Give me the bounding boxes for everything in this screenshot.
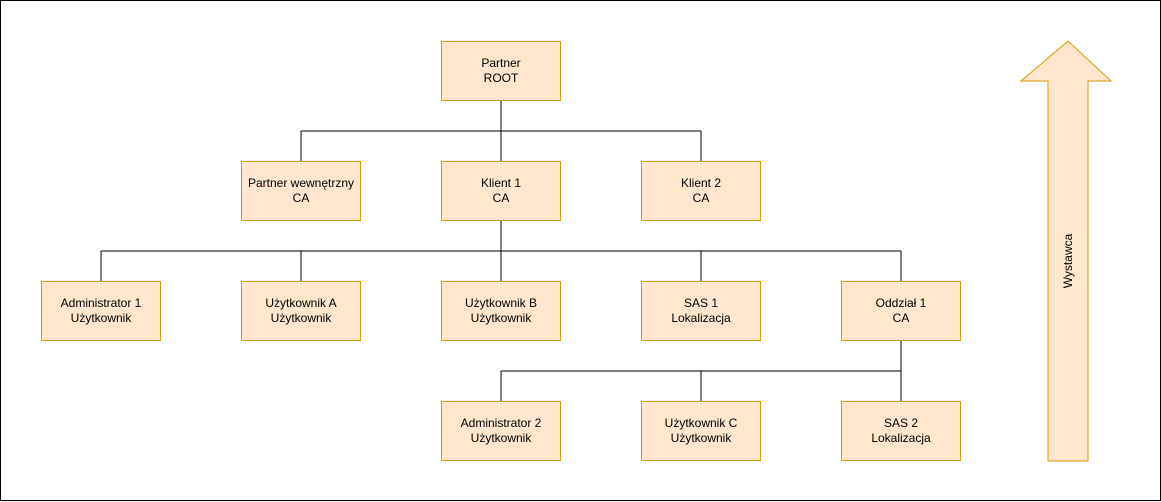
node-administrator-1[interactable]: Administrator 1 Użytkownik — [41, 281, 161, 341]
node-klient-2[interactable]: Klient 2 CA — [641, 161, 761, 221]
node-uzytkownik-b[interactable]: Użytkownik B Użytkownik — [441, 281, 561, 341]
node-type: CA — [492, 191, 510, 205]
node-administrator-2[interactable]: Administrator 2 Użytkownik — [441, 401, 561, 461]
node-title: Partner wewnętrzny — [247, 176, 355, 190]
node-title: Użytkownik B — [464, 296, 538, 310]
node-title: Klient 2 — [680, 176, 722, 190]
node-partner-wewnetrzny[interactable]: Partner wewnętrzny CA — [241, 161, 361, 221]
node-title: SAS 1 — [683, 296, 719, 310]
node-oddzial-1[interactable]: Oddział 1 CA — [841, 281, 961, 341]
node-type: CA — [292, 191, 310, 205]
node-type: Użytkownik — [470, 311, 532, 325]
node-uzytkownik-a[interactable]: Użytkownik A Użytkownik — [241, 281, 361, 341]
node-title: Administrator 1 — [60, 296, 142, 310]
node-partner-root[interactable]: Partner ROOT — [441, 41, 561, 101]
arrow-label: Wystawca — [1061, 233, 1075, 289]
up-arrow-icon — [1019, 40, 1113, 462]
node-title: Klient 1 — [480, 176, 522, 190]
node-type: Użytkownik — [70, 311, 132, 325]
node-klient-1[interactable]: Klient 1 CA — [441, 161, 561, 221]
node-type: Użytkownik — [270, 311, 332, 325]
node-type: ROOT — [483, 71, 519, 85]
node-type: Użytkownik — [670, 431, 732, 445]
node-uzytkownik-c[interactable]: Użytkownik C Użytkownik — [641, 401, 761, 461]
node-type: Użytkownik — [470, 431, 532, 445]
node-sas-2[interactable]: SAS 2 Lokalizacja — [841, 401, 961, 461]
node-type: Lokalizacja — [871, 431, 931, 445]
node-title: Administrator 2 — [460, 416, 542, 430]
node-type: CA — [892, 311, 910, 325]
node-title: Partner — [481, 56, 521, 70]
node-title: Użytkownik A — [265, 296, 337, 310]
node-sas-1[interactable]: SAS 1 Lokalizacja — [641, 281, 761, 341]
node-type: CA — [692, 191, 710, 205]
node-type: Lokalizacja — [671, 311, 731, 325]
node-title: Oddział 1 — [875, 296, 927, 310]
node-title: SAS 2 — [883, 416, 919, 430]
node-title: Użytkownik C — [664, 416, 738, 430]
